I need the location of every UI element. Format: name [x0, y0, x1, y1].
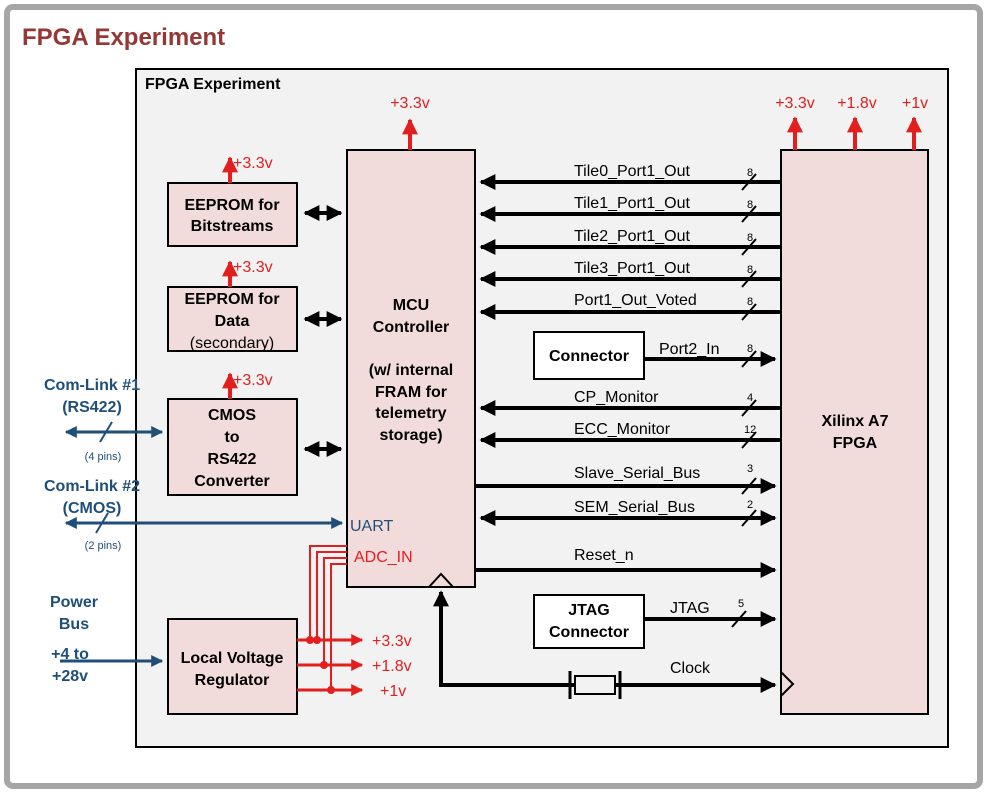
eeprom-bitstreams-block: EEPROM for Bitstreams — [167, 182, 298, 247]
svg-text:(secondary): (secondary) — [190, 335, 274, 352]
svg-text:CMOS: CMOS — [208, 407, 256, 424]
bus-width-labels: 8 8 8 8 8 8 4 12 3 2 5 — [738, 167, 756, 610]
svg-text:FRAM for: FRAM for — [375, 384, 447, 401]
power-bus-label-2: Bus — [59, 616, 89, 633]
svg-text:Connector: Connector — [549, 624, 629, 641]
mcu-power-label: +3.3v — [390, 95, 430, 112]
bus-width: 8 — [747, 343, 753, 355]
fpga-power-label-1: +3.3v — [775, 95, 815, 112]
svg-text:(w/ internal: (w/ internal — [369, 362, 453, 379]
bus-width: 3 — [747, 463, 753, 475]
bus-width: 8 — [747, 296, 753, 308]
signal-bus-lines — [433, 174, 781, 693]
clock-input-symbol — [428, 572, 454, 588]
signal-labels: Tile0_Port1_Out Tile1_Port1_Out Tile2_Po… — [574, 163, 719, 677]
signal-label: Tile0_Port1_Out — [574, 163, 690, 180]
svg-text:Xilinx A7: Xilinx A7 — [822, 413, 889, 430]
svg-text:JTAG: JTAG — [568, 602, 609, 619]
page-title: FPGA Experiment — [22, 24, 226, 51]
power-arrows — [222, 116, 922, 399]
bus-width: 8 — [747, 167, 753, 179]
signal-label: Slave_Serial_Bus — [574, 465, 700, 482]
power-bus-range-2: +28v — [52, 668, 88, 685]
regulator-junction-dots — [306, 636, 335, 694]
com-link-2-pins: (2 pins) — [85, 540, 122, 552]
signal-label: Clock — [670, 660, 711, 677]
svg-text:FPGA: FPGA — [833, 435, 878, 452]
fpga-clock-input-symbol — [780, 671, 795, 697]
regulator-out-label-3: +1v — [380, 683, 406, 700]
svg-text:Converter: Converter — [194, 473, 270, 490]
signal-label: CP_Monitor — [574, 389, 659, 406]
crystal-oscillator-symbol — [568, 671, 622, 699]
svg-text:RS422: RS422 — [208, 451, 257, 468]
signal-label: Tile3_Port1_Out — [574, 260, 690, 277]
bus-width: 12 — [744, 424, 756, 436]
eeprom-bit-power-label: +3.3v — [233, 155, 273, 172]
com-link-1-type: (RS422) — [62, 399, 122, 416]
local-voltage-regulator-block: Local Voltage Regulator — [167, 618, 298, 715]
eeprom-mcu-links — [303, 205, 343, 457]
signal-label: JTAG — [670, 600, 710, 617]
bus-width: 4 — [747, 392, 753, 404]
svg-text:to: to — [224, 429, 239, 446]
svg-text:Controller: Controller — [373, 319, 449, 336]
bus-width: 8 — [747, 232, 753, 244]
svg-text:Data: Data — [215, 313, 250, 330]
signal-label: Tile1_Port1_Out — [574, 195, 690, 212]
com-link-2-type: (CMOS) — [63, 500, 122, 517]
regulator-out-label-1: +3.3v — [372, 633, 412, 650]
adc-in-port-label: ADC_IN — [354, 549, 413, 566]
signal-label: ECC_Monitor — [574, 421, 671, 438]
power-bus-label: Power — [50, 594, 98, 611]
regulator-out-label-2: +1.8v — [372, 658, 412, 675]
eeprom-data-power-label: +3.3v — [233, 259, 273, 276]
signal-label: SEM_Serial_Bus — [574, 499, 695, 516]
svg-text:Connector: Connector — [549, 348, 629, 365]
fpga-power-label-2: +1.8v — [837, 95, 877, 112]
eeprom-data-block: EEPROM for Data (secondary) — [167, 286, 298, 352]
cmos-rs422-converter-block: CMOS to RS422 Converter — [167, 398, 298, 496]
xilinx-fpga-block: Xilinx A7 FPGA — [780, 149, 929, 715]
jtag-connector-block: JTAG Connector — [533, 594, 645, 649]
com-link-1-label: Com-Link #1 — [44, 377, 140, 394]
svg-text:EEPROM for: EEPROM for — [184, 197, 279, 214]
bus-width: 2 — [747, 499, 753, 511]
bus-width: 8 — [747, 199, 753, 211]
svg-text:Bitstreams: Bitstreams — [191, 218, 274, 235]
signal-label: Port2_In — [659, 341, 719, 358]
signal-label: Tile2_Port1_Out — [574, 228, 690, 245]
com-link-1-pins: (4 pins) — [85, 451, 122, 463]
power-bus-range: +4 to — [51, 646, 89, 663]
svg-text:Regulator: Regulator — [195, 672, 270, 689]
svg-text:EEPROM for: EEPROM for — [184, 291, 279, 308]
bus-width: 8 — [747, 264, 753, 276]
connector-block: Connector — [533, 331, 645, 380]
panel-title: FPGA Experiment — [145, 76, 281, 93]
cmos-power-label: +3.3v — [233, 372, 273, 389]
svg-text:Local Voltage: Local Voltage — [181, 650, 284, 667]
svg-text:MCU: MCU — [393, 297, 429, 314]
fpga-power-label-3: +1v — [902, 95, 928, 112]
uart-port-label: UART — [350, 518, 393, 535]
bus-width-slashes — [731, 173, 757, 628]
external-links — [60, 421, 344, 667]
signal-label: Reset_n — [574, 547, 634, 564]
mcu-controller-block: MCU Controller (w/ internal FRAM for tel… — [346, 149, 476, 588]
bus-width: 5 — [738, 598, 744, 610]
svg-text:telemetry: telemetry — [375, 405, 446, 422]
com-link-2-label: Com-Link #2 — [44, 478, 140, 495]
svg-text:storage): storage) — [379, 427, 442, 444]
signal-label: Port1_Out_Voted — [574, 292, 697, 309]
